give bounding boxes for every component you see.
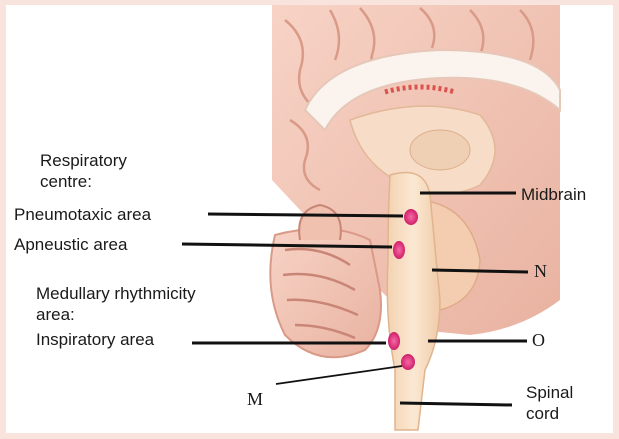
spinal-cord-label: Spinal	[526, 383, 574, 402]
cerebellum	[269, 203, 382, 359]
n-label: N	[534, 261, 547, 281]
medullary-rhythmicity-label: Medullary rhythmicity	[36, 284, 196, 303]
inspiratory-area-label: Inspiratory area	[36, 330, 155, 349]
respiratory-centre-label: Respiratory	[40, 151, 127, 170]
m-label: M	[247, 389, 264, 409]
gyri-folds	[284, 7, 535, 192]
corpus-callosum	[303, 48, 561, 132]
pointer-spinal	[399, 401, 513, 407]
pointer-pneumotaxic	[207, 212, 404, 218]
expiratory-dot	[401, 354, 415, 370]
pointer-apneustic	[181, 242, 393, 249]
apneustic-area-label: Apneustic area	[14, 235, 128, 254]
pneumotaxic-dot	[404, 209, 418, 225]
o-label: O	[532, 330, 545, 350]
pneumotaxic-area-label: Pneumotaxic area	[14, 205, 152, 224]
inspiratory-dot	[388, 332, 400, 350]
pointer-m	[275, 365, 403, 385]
respiratory-centre-label-2: centre:	[40, 172, 92, 191]
pointer-lines	[181, 191, 529, 407]
pointer-n	[431, 268, 529, 274]
spinal-cord-label-2: cord	[526, 404, 560, 423]
apneustic-dot	[393, 241, 405, 259]
medullary-rhythmicity-label-2: area:	[36, 305, 75, 324]
midbrain-label: Midbrain	[521, 185, 587, 204]
